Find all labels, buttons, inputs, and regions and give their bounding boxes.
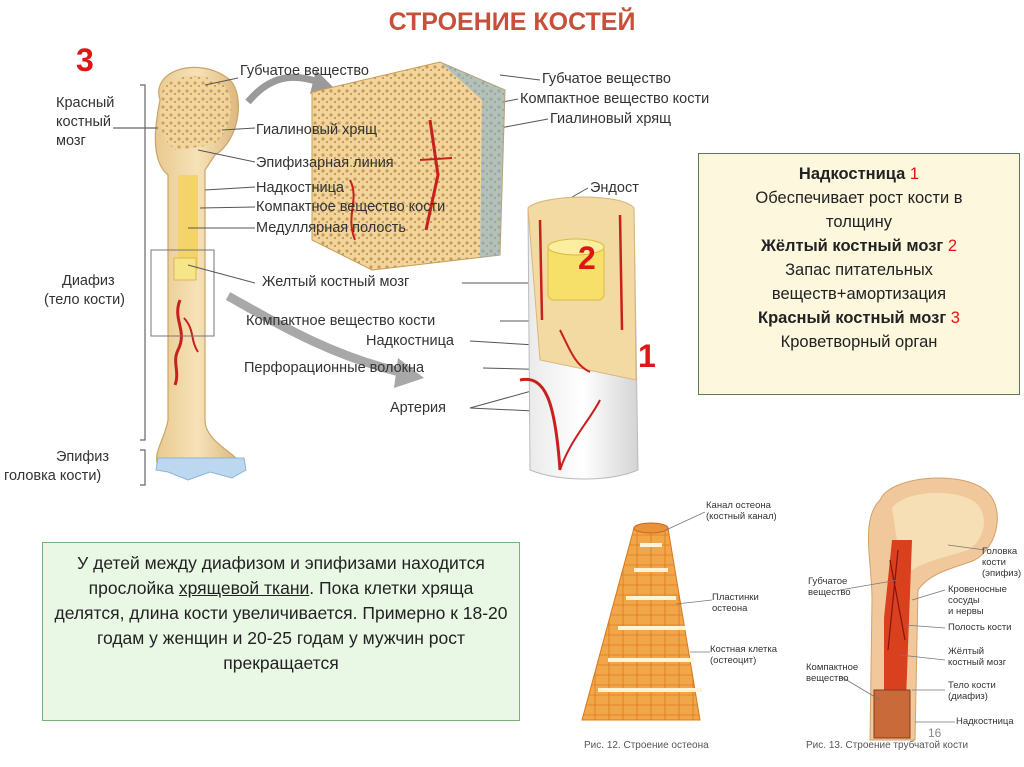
epiphysis-label-2: головка кости) [4, 468, 102, 484]
red-marrow-heading: Красный костный мозг [758, 309, 951, 327]
bone-label: Надкостница [256, 180, 344, 196]
marker-1: 1 [638, 338, 656, 374]
info-box: Надкостница 1 Обеспечивает рост кости в … [698, 153, 1020, 395]
red-marrow-label-1: Красный [56, 95, 115, 111]
red-marrow-label-3: мозг [56, 133, 86, 149]
tube-bone-illustration [839, 477, 998, 741]
tube-right-label: Полость кости [948, 622, 1012, 633]
yellow-marrow-text: Запас питательных веществ+амортизация [771, 261, 947, 303]
bone-label: Надкостница [366, 333, 454, 349]
osteon-illustration [581, 511, 713, 721]
bone-label: Медуллярная полость [256, 220, 406, 236]
yellow-marrow-number: 2 [947, 237, 958, 255]
cutaway-label: Компактное вещество кости [520, 91, 710, 107]
bone-label: Компактное вещество кости [256, 199, 446, 215]
red-marrow-label-2: костный [56, 114, 111, 130]
page-title: СТРОЕНИЕ КОСТЕЙ [388, 8, 636, 36]
tube-right-label: Головка кости (эпифиз) [982, 546, 1022, 579]
bone-label: Перфорационные волокна [244, 360, 425, 376]
growth-textbox: У детей между диафизом и эпифизами наход… [42, 542, 520, 721]
endost-label: Эндост [590, 180, 639, 196]
bone-label: Артерия [390, 400, 446, 416]
diaphysis-label-1: Диафиз [62, 273, 115, 289]
tube-left-label: Губчатое вещество [808, 576, 851, 598]
arrow-up [245, 73, 320, 105]
left-brackets [113, 84, 158, 486]
tube-right-label: Кровеносные сосуды и нервы [948, 584, 1007, 617]
bone-label: Губчатое вещество [240, 63, 369, 79]
bone-label: Желтый костный мозг [262, 274, 410, 290]
growth-text-part2: . Пока клетки хряща делятся, длина кости… [54, 578, 508, 673]
osteon-label: Пластинки остеона [712, 592, 759, 614]
arrow-down [225, 292, 402, 377]
tube-right-label: Жёлтый костный мозг [948, 646, 1007, 668]
yellow-marrow-heading: Жёлтый костный мозг [760, 237, 948, 255]
red-marrow-text: Кроветворный орган [780, 333, 938, 351]
periosteum-heading: Надкостница [798, 165, 910, 183]
tube-right-label: Тело кости (диафиз) [948, 680, 996, 702]
tube-left-label: Компактное вещество [806, 662, 859, 684]
periosteum-number: 1 [909, 165, 920, 183]
marker-2: 2 [578, 240, 596, 276]
tube-caption: Рис. 13. Строение трубчатой кости [806, 740, 969, 751]
bone-label: Компактное вещество кости [246, 313, 436, 329]
marker-3: 3 [76, 42, 94, 78]
cutaway-label: Губчатое вещество [542, 71, 671, 87]
osteon-label: Канал остеона (костный канал) [706, 500, 777, 522]
osteon-label: Костная клетка (остеоцит) [710, 644, 778, 666]
leader-lines [187, 74, 589, 413]
tube-right-label: Надкостница [956, 716, 1014, 727]
page-number: 16 [928, 726, 942, 740]
red-marrow-number: 3 [950, 309, 960, 327]
periosteum-text: Обеспечивает рост кости в толщину [755, 189, 963, 231]
bone-label: Эпифизарная линия [256, 155, 394, 171]
epiphysis-label-1: Эпифиз [56, 449, 110, 465]
spongy-cutaway [311, 61, 506, 271]
bone-label: Гиалиновый хрящ [256, 122, 378, 138]
diaphysis-label-2: (тело кости) [44, 292, 125, 308]
osteon-caption: Рис. 12. Строение остеона [584, 740, 709, 751]
cartilage-link[interactable]: хрящевой ткани [178, 578, 310, 598]
cutaway-label: Гиалиновый хрящ [550, 111, 672, 127]
growth-text-part1: У детей между диафизом и эпифизами наход… [77, 553, 485, 598]
long-bone [150, 66, 247, 481]
compact-section [519, 196, 639, 480]
